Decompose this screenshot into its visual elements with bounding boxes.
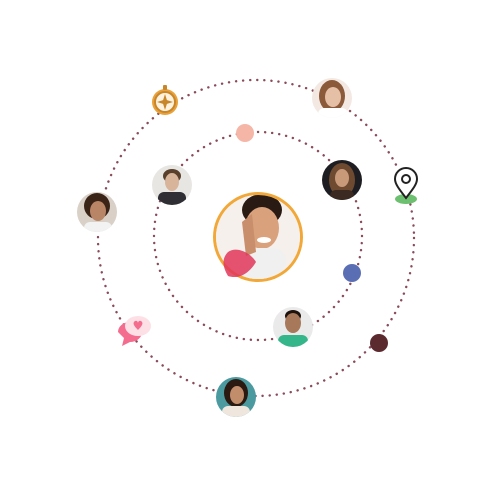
center-avatar[interactable] (213, 192, 304, 288)
scarf-flourish (223, 249, 256, 278)
avatar-user-top-right[interactable] (312, 78, 352, 122)
avatar-user-left[interactable] (77, 192, 117, 234)
blue-dot (343, 264, 361, 282)
avatar-user-bottom-right[interactable] (273, 307, 313, 351)
avatar-user-bottom[interactable] (216, 377, 256, 418)
inner-orbit (152, 130, 364, 342)
maroon-dot (370, 334, 388, 352)
outer-orbit (96, 78, 416, 398)
avatar-user-inner-left[interactable] (152, 165, 192, 208)
avatar-user-inner-right[interactable] (322, 160, 362, 204)
peach-dot (236, 124, 254, 142)
chat-heart-icon (118, 316, 151, 346)
map-pin-icon (393, 167, 419, 204)
compass-icon (152, 85, 178, 115)
